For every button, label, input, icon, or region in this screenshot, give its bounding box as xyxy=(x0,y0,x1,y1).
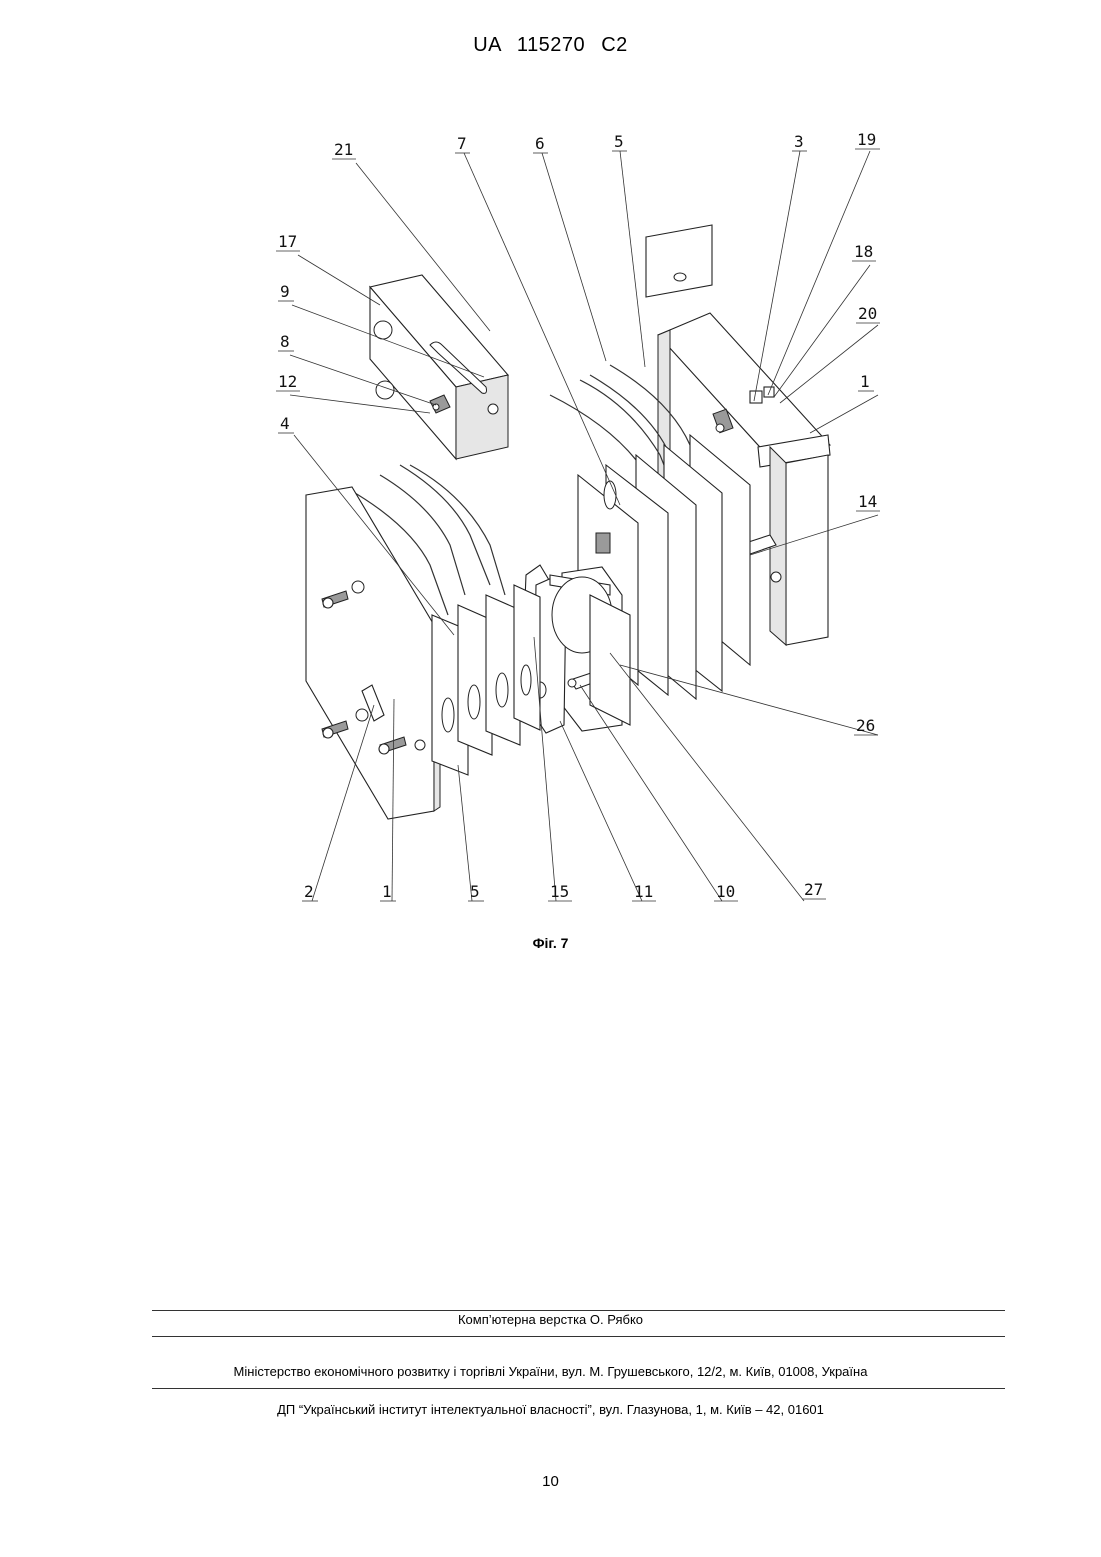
label-8: 8 xyxy=(280,332,290,351)
footer-rule-bottom xyxy=(152,1388,1005,1389)
footer-rule-top xyxy=(152,1310,1005,1311)
figure-caption: Фіг. 7 xyxy=(0,935,1101,951)
label-12: 12 xyxy=(278,372,297,391)
label-5-top: 5 xyxy=(614,132,624,151)
patent-number-header: UA 115270 C2 xyxy=(0,34,1101,57)
label-17: 17 xyxy=(278,232,297,251)
label-11: 11 xyxy=(634,882,653,901)
label-7: 7 xyxy=(457,134,467,153)
label-26: 26 xyxy=(856,716,875,735)
label-9: 9 xyxy=(280,282,290,301)
label-27: 27 xyxy=(804,880,823,899)
label-14: 14 xyxy=(858,492,877,511)
footer-institute: ДП “Український інститут інтелектуальної… xyxy=(0,1402,1101,1417)
page-number: 10 xyxy=(0,1473,1101,1490)
label-2: 2 xyxy=(304,882,314,901)
label-3: 3 xyxy=(794,132,804,151)
label-1-bottom: 1 xyxy=(382,882,392,901)
upper-block-assembly xyxy=(370,275,508,459)
label-5-bottom: 5 xyxy=(470,882,480,901)
footer-typesetting: Комп’ютерна верстка О. Рябко xyxy=(0,1312,1101,1327)
label-15: 15 xyxy=(550,882,569,901)
label-20: 20 xyxy=(858,304,877,323)
footer-rule-middle xyxy=(152,1336,1005,1337)
label-1-right: 1 xyxy=(860,372,870,391)
label-21: 21 xyxy=(334,140,353,159)
label-6: 6 xyxy=(535,134,545,153)
technical-drawing: 21 7 6 5 3 19 17 18 9 20 8 1 12 4 14 26 … xyxy=(250,125,900,915)
label-19: 19 xyxy=(857,130,876,149)
label-18: 18 xyxy=(854,242,873,261)
left-plate-stack xyxy=(306,487,540,819)
footer-ministry: Міністерство економічного розвитку і тор… xyxy=(0,1364,1101,1379)
label-10: 10 xyxy=(716,882,735,901)
label-4: 4 xyxy=(280,414,290,433)
